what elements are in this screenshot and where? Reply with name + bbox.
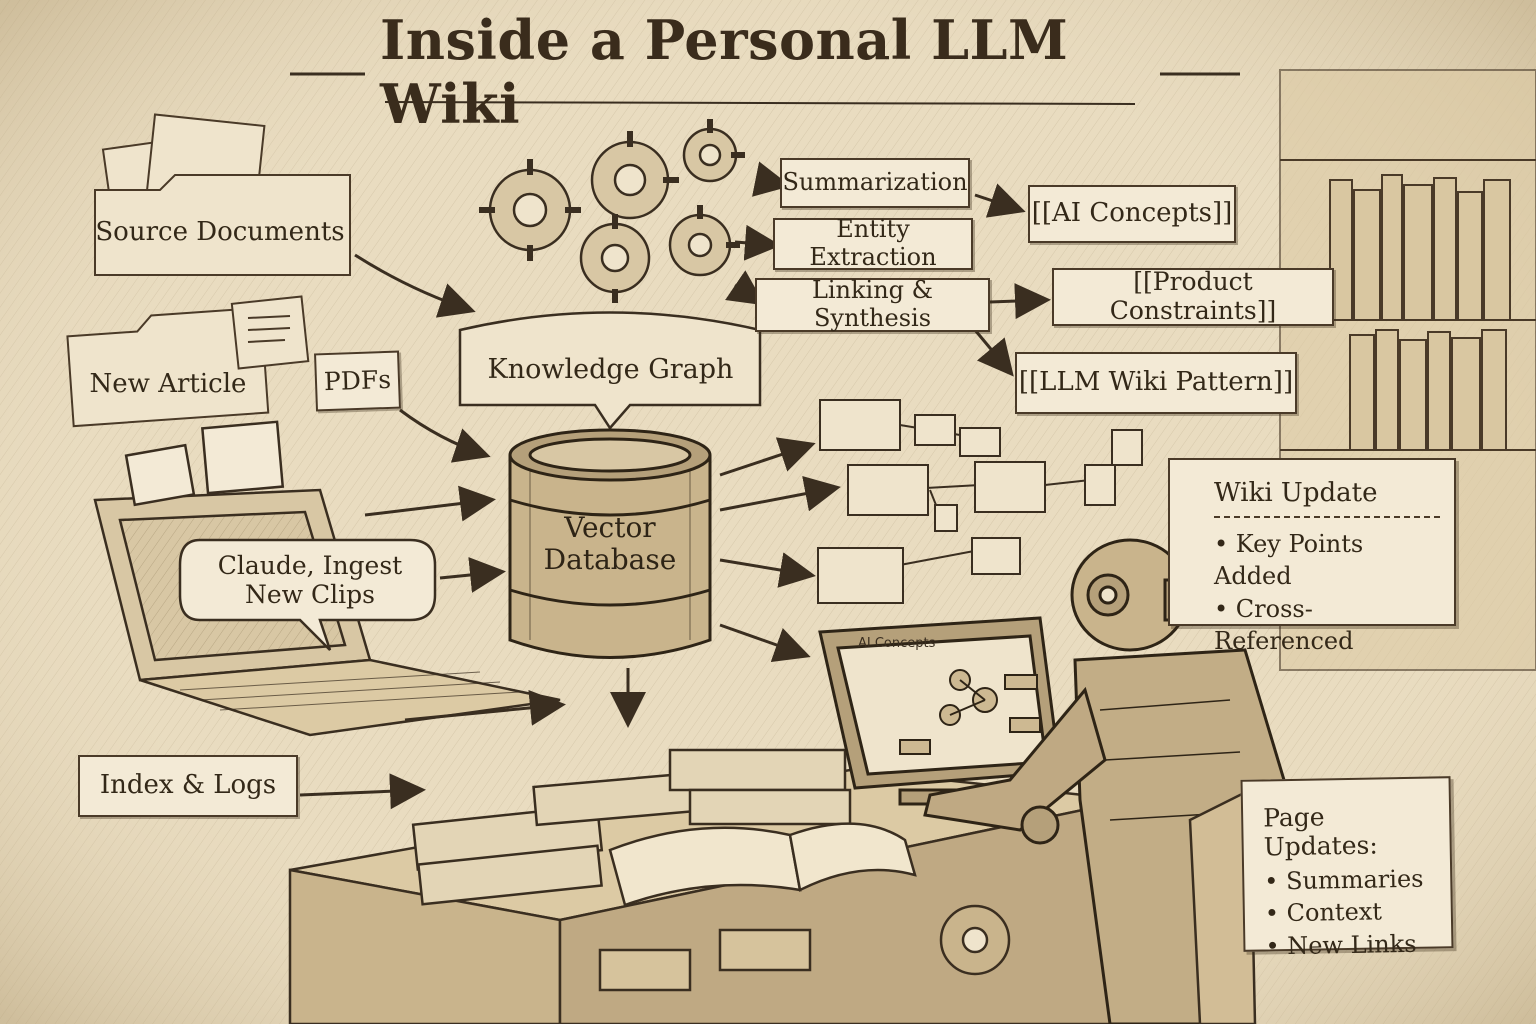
page-updates-item: New Links — [1265, 927, 1442, 962]
wiki-update-list: Key Points Added Cross-Referenced — [1214, 528, 1440, 658]
prompt-bubble-text: Claude, Ingest New Clips — [217, 551, 403, 609]
wiki-page-ai-concepts: [[AI Concepts]] — [1028, 185, 1236, 243]
pdfs-label: PDFs — [314, 350, 401, 412]
open-book-icon — [608, 822, 917, 907]
title-rules — [290, 72, 1240, 105]
knowledge-graph-banner — [458, 311, 762, 431]
speech-bubble — [178, 538, 437, 651]
wiki-update-item: Key Points Added — [1214, 528, 1440, 593]
wiki-page-llm-wiki-pattern: [[LLM Wiki Pattern]] — [1015, 352, 1297, 414]
page-updates-item: Context — [1265, 895, 1442, 930]
page-updates-card: Page Updates: Summaries Context New Link… — [1240, 776, 1454, 960]
vector-database-label: Vector Database — [543, 511, 677, 577]
wiki-page-product-constraints: [[Product Constraints]] — [1052, 267, 1334, 326]
entity-extraction-label: Entity Extraction — [773, 216, 973, 271]
page-title: Inside a Personal LLM Wiki — [380, 8, 1069, 136]
chair — [1188, 787, 1257, 1024]
database-cylinder-icon — [508, 428, 712, 659]
book-stack-icon — [411, 748, 852, 906]
monitor-icon — [818, 616, 1062, 806]
graph-network — [817, 399, 1143, 604]
wiki-update-heading: Wiki Update — [1214, 478, 1440, 518]
linking-synthesis-label: Linking & Synthesis — [755, 277, 990, 332]
page-updates-heading: Page Updates: — [1262, 802, 1379, 862]
folder-stack-icon — [94, 113, 351, 276]
monitor-screen-heading: AI Concepts — [858, 636, 936, 651]
article-folder-icon — [66, 295, 310, 428]
index-logs-label: Index & Logs — [78, 755, 298, 817]
summarization-label: Summarization — [780, 158, 970, 208]
page-updates-list: Summaries Context New Links — [1264, 862, 1442, 962]
new-article-label: New Article — [89, 369, 247, 400]
wiki-update-item: Cross-Referenced — [1214, 593, 1440, 658]
gears-icon — [479, 119, 745, 303]
page-updates-item: Summaries — [1264, 862, 1441, 897]
source-documents-label: Source Documents — [95, 216, 345, 247]
knowledge-graph-label: Knowledge Graph — [487, 354, 734, 386]
wiki-update-card: Wiki Update Key Points Added Cross-Refer… — [1168, 458, 1456, 655]
flow-arrows — [299, 161, 1051, 810]
cog-decoration — [939, 904, 1011, 976]
